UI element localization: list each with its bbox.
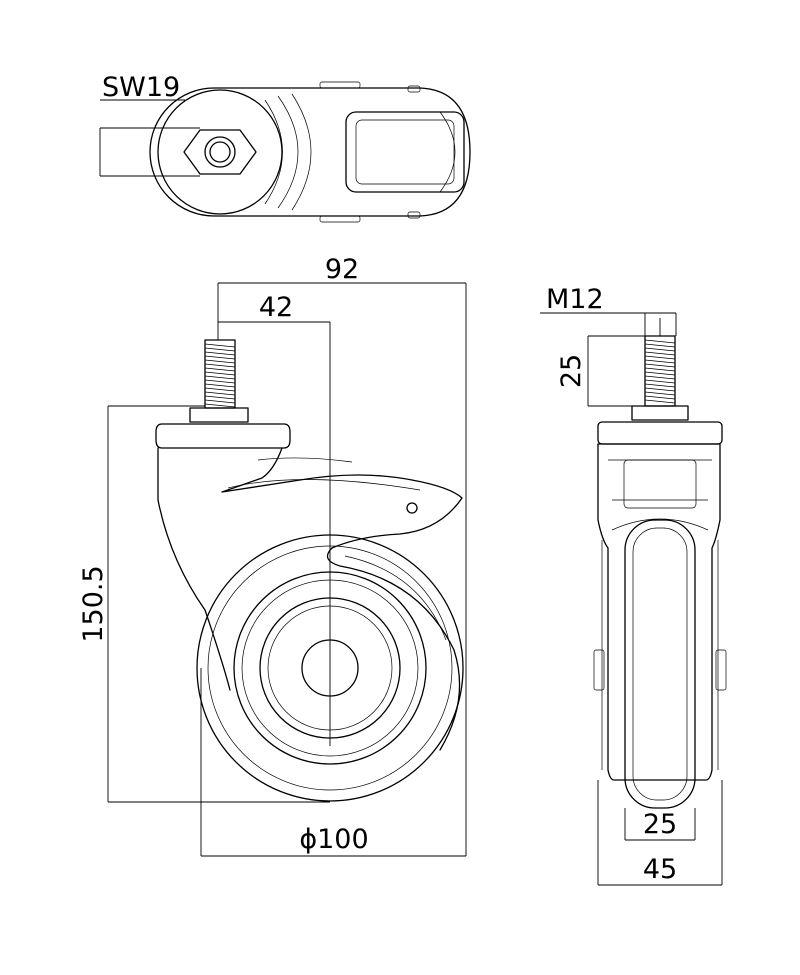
thread-line [204, 399, 236, 404]
thread-line [204, 379, 236, 384]
thread-line [644, 347, 676, 352]
thread-line [644, 387, 676, 392]
thread-line [644, 351, 676, 356]
thread-line [204, 371, 236, 376]
thread-line [644, 363, 676, 368]
thread-line [644, 375, 676, 380]
thread-line [204, 351, 236, 356]
thread-line [204, 403, 236, 408]
dimension-92: 92 [217, 254, 467, 856]
dim-42-label: 42 [259, 292, 293, 323]
top-view [149, 81, 471, 223]
dim-tread-25-label: 25 [643, 809, 677, 840]
dim-m12-label: M12 [546, 284, 604, 315]
dim-thread-25-label: 25 [556, 354, 587, 388]
thread-line [204, 391, 236, 396]
dimension-sw19: SW19 [99, 72, 200, 177]
dimension-m12: M12 [540, 284, 677, 336]
dim-150-5-label: 150.5 [78, 565, 109, 642]
front-wheel [624, 519, 696, 809]
dimension-45: 45 [597, 780, 723, 886]
hex-nut [183, 129, 257, 175]
dimension-tread-25: 25 [624, 808, 696, 841]
sw19-label: SW19 [102, 72, 180, 103]
dimension-diameter-100: ϕ100 [200, 668, 466, 857]
thread-line [204, 355, 236, 360]
side-view [155, 322, 464, 802]
thread-line [204, 347, 236, 352]
thread-line [204, 395, 236, 400]
thread-line [644, 343, 676, 348]
dimension-thread-25: 25 [556, 335, 645, 407]
stem-threads [204, 343, 236, 408]
thread-line [204, 367, 236, 372]
thread-line [204, 343, 236, 348]
thread-line [644, 371, 676, 376]
dimension-150-5: 150.5 [78, 405, 330, 803]
front-stem-threads [644, 339, 676, 404]
thread-line [204, 363, 236, 368]
thread-line [644, 339, 676, 344]
thread-line [644, 355, 676, 360]
thread-line [204, 387, 236, 392]
thread-line [644, 383, 676, 388]
thread-line [644, 395, 676, 400]
dim-diameter-label: ϕ100 [299, 824, 368, 855]
thread-line [644, 379, 676, 384]
thread-line [644, 399, 676, 404]
front-view [593, 318, 727, 809]
thread-line [644, 391, 676, 396]
thread-line [644, 359, 676, 364]
thread-line [204, 383, 236, 388]
dimension-42: 42 [218, 292, 330, 323]
thread-line [204, 375, 236, 380]
dim-45-label: 45 [643, 854, 677, 885]
thread-line [204, 359, 236, 364]
dim-92-label: 92 [325, 254, 359, 285]
thread-line [644, 367, 676, 372]
